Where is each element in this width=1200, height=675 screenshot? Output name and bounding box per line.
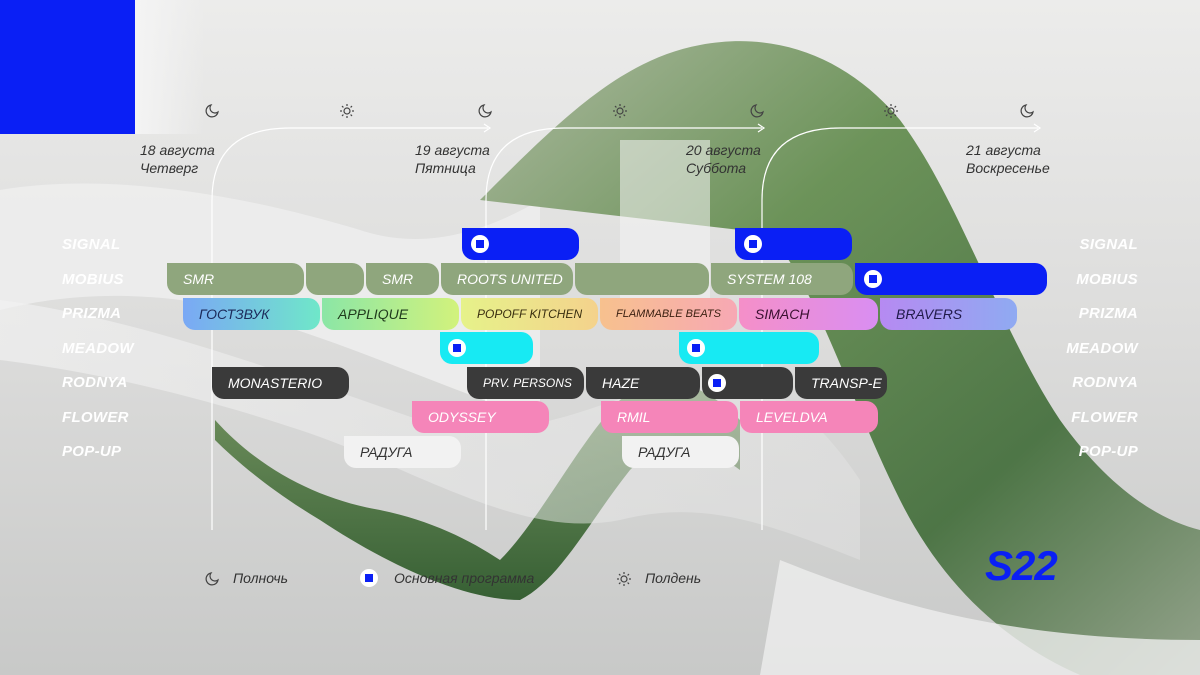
date-day-2: 19 августа Пятница <box>415 141 490 177</box>
moon-icon <box>478 104 492 118</box>
date-label: 20 августа <box>686 142 761 158</box>
slot-mobius-roots-united[interactable]: ROOTS UNITED <box>441 263 573 295</box>
slot-flower-leveldva[interactable]: LEVELDVA <box>740 401 878 433</box>
main-program-marker-icon <box>744 235 762 253</box>
slot-flower-rmil[interactable]: RMIL <box>601 401 738 433</box>
stage-label-signal: SIGNAL <box>62 236 121 253</box>
date-label: 19 августа <box>415 142 490 158</box>
moon-icon <box>205 104 219 118</box>
stage-label-rodnya-right: RODNYA <box>1072 374 1138 391</box>
moon-icon <box>750 104 764 118</box>
stage-label-rodnya: RODNYA <box>62 374 128 391</box>
date-day-3: 20 августа Суббота <box>686 141 761 177</box>
stage-label-prizma: PRIZMA <box>62 305 122 322</box>
slot-mobius-main[interactable] <box>855 263 1047 295</box>
slot-meadow-main-2[interactable] <box>679 332 819 364</box>
date-day-4: 21 августа Воскресенье <box>966 141 1050 177</box>
legend-noon: Полдень <box>645 570 702 586</box>
slot-rodnya-prv-persons[interactable]: PRV. PERSONS <box>467 367 584 399</box>
sun-icon <box>617 572 631 586</box>
slot-rodnya-transp-e[interactable]: TRANSP-E <box>795 367 887 399</box>
slot-signal-main-2[interactable] <box>735 228 852 260</box>
slot-mobius-smr-1[interactable]: SMR <box>167 263 304 295</box>
slot-prizma-applique[interactable]: APPLIQUE <box>322 298 459 330</box>
main-program-marker-icon <box>448 339 466 357</box>
date-day-1: 18 августа Четверг <box>140 141 215 177</box>
main-program-marker-icon <box>708 374 726 392</box>
main-program-marker-icon <box>471 235 489 253</box>
moon-icon <box>205 572 219 586</box>
stage-label-flower: FLOWER <box>62 409 129 426</box>
slot-prizma-flammable-beats[interactable]: FLAMMABLE BEATS <box>600 298 737 330</box>
brand-corner-block <box>0 0 135 134</box>
stage-label-popup-right: POP-UP <box>1078 443 1138 460</box>
slot-prizma-gostzvuk[interactable]: ГОСТЗВУК <box>183 298 320 330</box>
slot-popup-raduga-1[interactable]: РАДУГА <box>344 436 461 468</box>
weekday-label: Пятница <box>415 160 476 176</box>
weekday-label: Четверг <box>140 160 199 176</box>
weekday-label: Воскресенье <box>966 160 1050 176</box>
brand-logo: S22 <box>985 542 1058 589</box>
stage-label-popup: POP-UP <box>62 443 122 460</box>
date-label: 18 августа <box>140 142 215 158</box>
slot-flower-odyssey[interactable]: ODYSSEY <box>412 401 549 433</box>
stage-label-meadow-right: MEADOW <box>1066 340 1138 357</box>
date-label: 21 августа <box>966 142 1041 158</box>
slot-mobius-empty[interactable] <box>306 263 364 295</box>
legend-midnight: Полночь <box>233 570 288 586</box>
moon-icon <box>1020 104 1034 118</box>
slot-mobius-smr-2[interactable]: SMR <box>366 263 439 295</box>
slot-rodnya-haze[interactable]: HAZE <box>586 367 700 399</box>
main-program-marker-icon <box>360 569 378 587</box>
slot-prizma-popoff-kitchen[interactable]: POPOFF KITCHEN <box>461 298 598 330</box>
legend-main-program: Основная программа <box>394 570 535 586</box>
slot-rodnya-main[interactable] <box>702 367 793 399</box>
slot-mobius-empty-2[interactable] <box>575 263 709 295</box>
main-program-marker-icon <box>864 270 882 288</box>
stage-label-mobius: MOBIUS <box>62 271 124 288</box>
stage-label-signal-right: SIGNAL <box>1079 236 1138 253</box>
slot-rodnya-monasterio[interactable]: MONASTERIO <box>212 367 349 399</box>
stage-label-meadow: MEADOW <box>62 340 134 357</box>
slot-mobius-system-108[interactable]: SYSTEM 108 <box>711 263 853 295</box>
stage-label-prizma-right: PRIZMA <box>1078 305 1138 322</box>
slot-popup-raduga-2[interactable]: РАДУГА <box>622 436 739 468</box>
slot-signal-main-1[interactable] <box>462 228 579 260</box>
stage-label-flower-right: FLOWER <box>1071 409 1138 426</box>
sun-icon <box>613 104 627 118</box>
main-program-marker-icon <box>687 339 705 357</box>
slot-prizma-simach[interactable]: SIMACH <box>739 298 878 330</box>
sun-icon <box>884 104 898 118</box>
corner-fade <box>135 0 205 134</box>
sun-icon <box>340 104 354 118</box>
stage-label-mobius-right: MOBIUS <box>1076 271 1138 288</box>
slot-prizma-bravers[interactable]: BRAVERS <box>880 298 1017 330</box>
weekday-label: Суббота <box>686 160 747 176</box>
slot-meadow-main-1[interactable] <box>440 332 533 364</box>
